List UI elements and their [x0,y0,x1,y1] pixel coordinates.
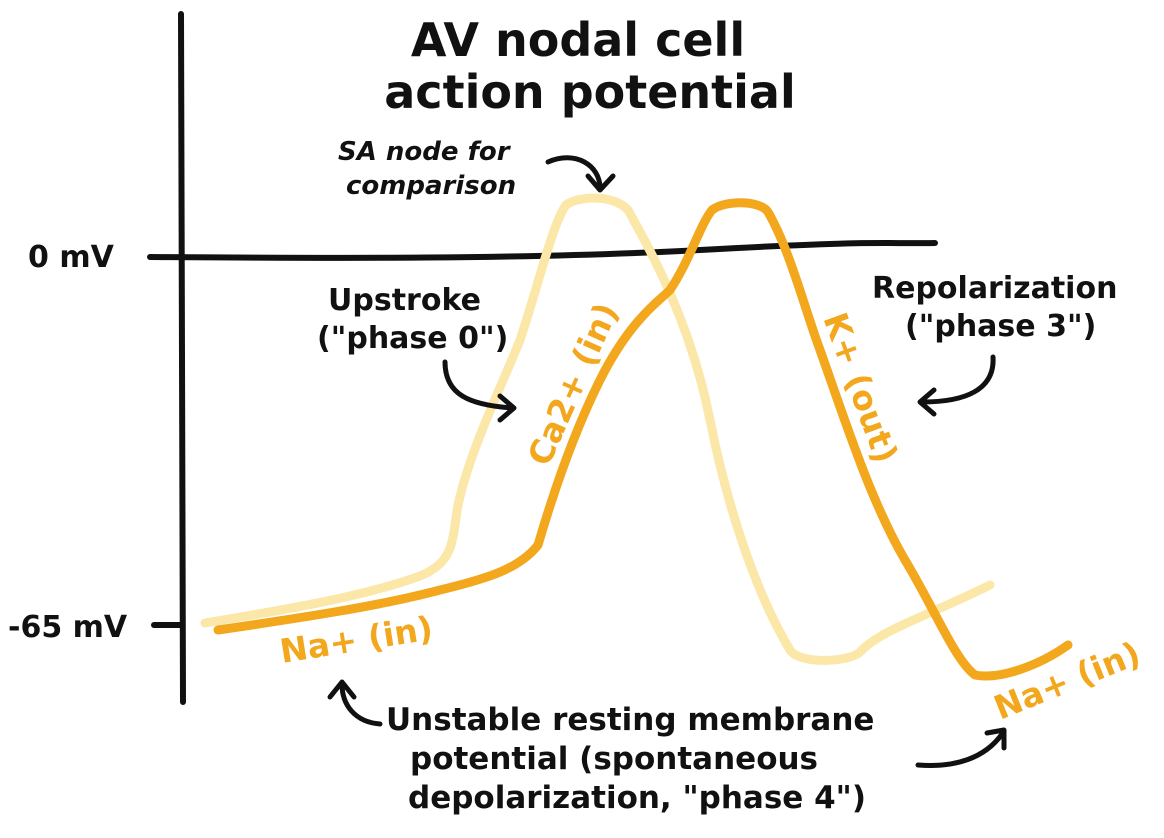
resting-arrow-right [915,727,1007,769]
resting-mv-label: -65 mV [8,610,128,645]
sa-note-line-2: comparison [346,171,516,201]
resting-note-line-3: depolarization, "phase 4") [408,780,866,816]
sa-note-arrow [545,155,616,193]
upstroke-line-1: Upstroke [328,283,481,318]
upstroke-arrow [442,359,517,423]
upstroke-line-2: ("phase 0") [317,321,508,356]
repolarization-line-2: ("phase 3") [905,309,1096,344]
resting-arrow-left [327,679,383,727]
title-line-2: action potential [384,65,795,119]
sa-note-line-1: SA node for [338,137,512,167]
resting-note-line-2: potential (spontaneous [410,741,818,777]
zero-mv-label: 0 mV [28,240,115,275]
zero-mv-line [147,240,938,261]
axes [147,11,938,705]
av-node-trace [213,198,1073,681]
repolarization-arrow [917,354,996,417]
repolarization-line-1: Repolarization [872,271,1117,306]
resting-note-line-1: Unstable resting membrane [386,702,874,738]
y-axis [178,11,186,705]
sa-node-trace [200,193,995,665]
title-line-1: AV nodal cell [411,13,745,67]
